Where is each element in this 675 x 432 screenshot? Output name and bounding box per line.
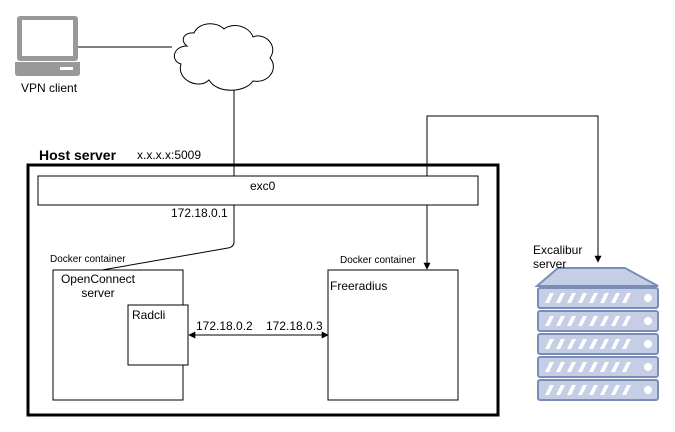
excalibur-label-line2: server (533, 257, 567, 272)
exc0-label: exc0 (250, 179, 276, 193)
openconnect-label-line1: OpenConnect (60, 272, 136, 286)
freeradius-label: Freeradius (330, 279, 388, 293)
freeradius-container-label: Docker container (340, 255, 416, 266)
server-unit (537, 310, 659, 332)
radcli-box (127, 304, 189, 366)
openconnect-label: OpenConnect server (56, 272, 140, 301)
cloud-to-openconnect-line (101, 88, 235, 271)
excalibur-label: Excalibur server (533, 243, 582, 272)
server-unit (537, 333, 659, 355)
exc0-ip: 172.18.0.1 (171, 206, 228, 220)
excalibur-label-line1: Excalibur (533, 243, 583, 257)
server-unit (537, 287, 659, 309)
freeradius-ip: 172.18.0.3 (266, 319, 323, 333)
host-server-box (26, 163, 500, 417)
freeradius-container-box (327, 269, 459, 401)
exc0-box (37, 175, 479, 206)
server-unit (537, 356, 659, 378)
server-rack-icon (534, 267, 659, 401)
server-unit (537, 379, 659, 401)
radcli-ip: 172.18.0.2 (196, 319, 253, 333)
laptop-icon (15, 16, 80, 76)
host-server-address: x.x.x.x:5009 (137, 148, 202, 162)
host-server-title: Host server (39, 147, 117, 163)
cloud-icon (173, 23, 274, 91)
openconnect-container-label: Docker container (50, 254, 126, 265)
openconnect-label-line2: server (81, 286, 115, 301)
vpn-client-label: VPN client (21, 81, 78, 95)
radcli-label: Radcli (132, 308, 166, 322)
